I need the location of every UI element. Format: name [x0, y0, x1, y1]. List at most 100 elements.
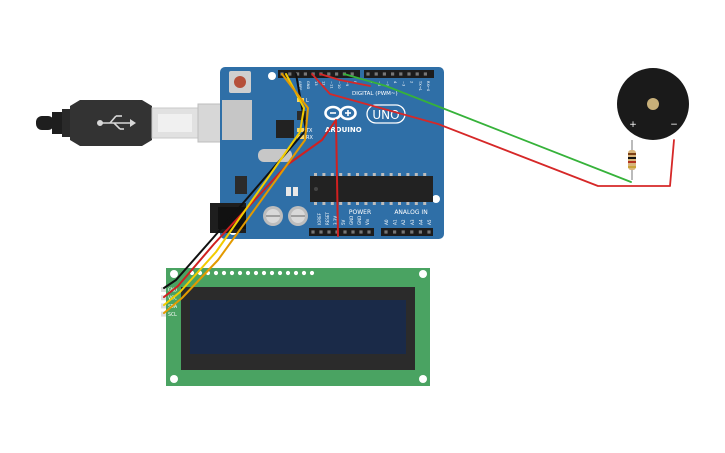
lcd-pad: [253, 270, 259, 276]
wire-buzzer-signal: [343, 73, 632, 183]
top-pin-label: 4: [393, 81, 397, 84]
chip-pin: [339, 202, 343, 205]
lcd-pad: [293, 270, 299, 276]
lcd-pad: [221, 270, 227, 276]
lcd-pad: [229, 270, 235, 276]
analog-pin-label: A1: [393, 219, 398, 225]
analog-label: ANALOG IN: [394, 209, 427, 216]
top-pin-label: AREF: [298, 81, 302, 90]
header-pin[interactable]: [327, 72, 331, 76]
header-pin[interactable]: [407, 72, 411, 76]
power-pin-label: RESET: [325, 212, 330, 225]
top-pin-label: 12: [322, 81, 326, 86]
power-header: [309, 228, 374, 236]
header-pin[interactable]: [427, 230, 431, 234]
wire-sda: [163, 73, 305, 306]
analog-pin-label: A0: [384, 219, 389, 225]
header-pin[interactable]: [423, 72, 427, 76]
svg-text:RX: RX: [306, 135, 313, 141]
arduino-brand: ARDUINO: [325, 126, 362, 134]
chip-pin: [389, 202, 393, 205]
reset-button[interactable]: [229, 71, 251, 93]
power-pin-label: GND: [357, 216, 362, 225]
lcd-i2c-pin[interactable]: [161, 287, 166, 292]
header-pin[interactable]: [288, 72, 292, 76]
chip-pin: [398, 202, 401, 205]
chip-pin: [423, 173, 427, 176]
chip-pin: [314, 202, 317, 205]
header-pin[interactable]: [350, 72, 354, 76]
chip-pin: [330, 202, 334, 205]
header-pin[interactable]: [410, 230, 414, 234]
chip-pin: [372, 202, 376, 205]
chip-pin: [381, 202, 385, 205]
header-pin[interactable]: [343, 230, 347, 234]
header-pin[interactable]: [418, 230, 422, 234]
lcd-pad: [245, 270, 251, 276]
header-pin[interactable]: [351, 230, 355, 234]
top-pin-label: TX→1: [418, 80, 422, 91]
lcd-i2c-pin[interactable]: [161, 303, 166, 309]
svg-text:L: L: [306, 98, 309, 104]
header-pin[interactable]: [335, 72, 339, 76]
header-pin[interactable]: [319, 230, 323, 234]
header-pin[interactable]: [415, 72, 419, 76]
arduino-infinity-logo-icon: [324, 105, 357, 121]
chip-pin: [381, 173, 385, 176]
header-pin[interactable]: [382, 72, 386, 76]
lcd-i2c-pin[interactable]: [161, 311, 166, 317]
top-pin-label: 2: [410, 81, 414, 83]
mounting-hole: [432, 195, 440, 203]
header-pin[interactable]: [296, 72, 300, 76]
top-pin-label: RX←0: [426, 81, 430, 92]
piezo-buzzer[interactable]: + −: [617, 68, 689, 140]
chip-pin: [398, 173, 401, 176]
chip-pin: [406, 173, 410, 176]
header-pin[interactable]: [393, 230, 397, 234]
digital-header-right: [364, 70, 434, 78]
header-pin[interactable]: [367, 230, 371, 234]
lcd-pad: [301, 270, 307, 276]
chip-pin: [389, 173, 393, 176]
atmega-chip: [310, 173, 433, 205]
usb-cable: [36, 100, 225, 146]
header-pin[interactable]: [384, 230, 388, 234]
header-pin[interactable]: [311, 230, 315, 234]
usb-chip: [276, 120, 294, 138]
resistor[interactable]: [628, 140, 636, 180]
usb-icon: [97, 115, 136, 130]
chip-pin: [364, 202, 368, 205]
capacitor: [263, 206, 283, 226]
chip-pin: [423, 202, 427, 205]
header-pin[interactable]: [374, 72, 378, 76]
power-pin-label: Vin: [365, 218, 370, 225]
lcd-pad: [309, 270, 315, 276]
header-pin[interactable]: [401, 230, 405, 234]
power-pin-label: IOREF: [317, 212, 322, 225]
header-pin[interactable]: [303, 72, 307, 76]
capacitor: [288, 206, 308, 226]
chip-pin: [330, 173, 334, 176]
lcd-pad: [261, 270, 267, 276]
header-pin[interactable]: [359, 230, 363, 234]
analog-header: [381, 228, 433, 236]
lcd-pad: [277, 270, 283, 276]
usb-socket: [222, 100, 252, 140]
analog-pin-label: A4: [418, 219, 423, 225]
top-pin-label: ~3: [401, 81, 405, 86]
analog-pin-label: A5: [427, 219, 432, 225]
header-pin[interactable]: [327, 230, 331, 234]
header-pin[interactable]: [366, 72, 370, 76]
header-pin[interactable]: [391, 72, 395, 76]
header-pin[interactable]: [399, 72, 403, 76]
lcd-pad: [285, 270, 291, 276]
power-pin-label: GND: [349, 216, 354, 225]
power-pin-label: 3.3V: [333, 216, 338, 225]
chip-pin: [314, 173, 317, 176]
chip-pin: [372, 173, 376, 176]
wires: [163, 73, 675, 314]
top-pin-label: ~10: [337, 81, 341, 89]
chip-pin: [322, 202, 326, 205]
